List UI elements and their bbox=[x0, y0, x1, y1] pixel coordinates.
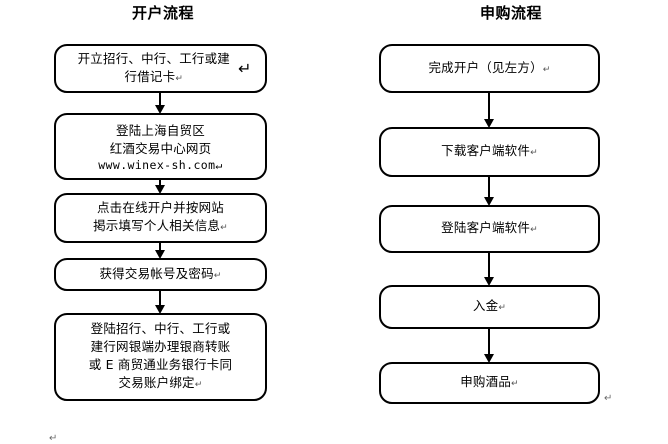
flow-node-login-client-software[interactable]: 登陆客户端软件↵ bbox=[379, 205, 600, 253]
paragraph-mark: ↵ bbox=[542, 64, 551, 75]
column-title-account-opening: 开户流程 bbox=[131, 4, 194, 22]
flow-node-label: 申购酒品↵ bbox=[460, 374, 519, 389]
paragraph-mark: ↵ bbox=[511, 379, 519, 389]
paragraph-mark: ↵ bbox=[213, 270, 222, 281]
paragraph-mark: ↵ bbox=[238, 59, 252, 78]
paragraph-mark: ↵ bbox=[530, 225, 538, 235]
flow-node-deposit-funds[interactable]: 入金↵ bbox=[379, 285, 600, 329]
paragraph-mark: ↵ bbox=[194, 380, 203, 390]
flow-node-subscribe-wine-products[interactable]: 申购酒品↵ bbox=[379, 362, 600, 404]
flow-node-open-bank-debit-card[interactable]: 开立招行、中行、工行或建 行借记卡↵↵ bbox=[54, 44, 267, 93]
flow-node-label: 登陆客户端软件↵ bbox=[441, 220, 538, 235]
flow-node-receive-account-and-password[interactable]: 获得交易帐号及密码↵ bbox=[54, 258, 267, 291]
flow-diagram-account-opening: 开立招行、中行、工行或建 行借记卡↵↵ 登陆上海自贸区 红酒交易中心网页 www… bbox=[0, 0, 334, 443]
flow-node-visit-winex-website[interactable]: 登陆上海自贸区 红酒交易中心网页 www.winex-sh.com↵ bbox=[54, 113, 267, 180]
paragraph-mark: ↵ bbox=[530, 148, 538, 158]
flow-node-label: 获得交易帐号及密码↵ bbox=[99, 265, 222, 281]
flow-node-bind-bank-card-to-trading-account[interactable]: 登陆招行、中行、工行或 建行网银端办理银商转账 或 E 商贸通业务银行卡同 交易… bbox=[54, 313, 267, 401]
flow-node-label: 点击在线开户并按网站 掲示填写个人相关信息↵ bbox=[93, 200, 228, 233]
flow-node-download-client-software[interactable]: 下载客户端软件↵ bbox=[379, 127, 600, 177]
flow-node-label: 完成开户（见左方）↵ bbox=[428, 59, 551, 75]
flow-column-account-opening: 开户流程 开立招行、中行、工行或建 行借记卡↵↵ 登陆上海自贸区 红酒交易 bbox=[0, 0, 334, 443]
flow-diagram-subscription: 完成开户（见左方）↵ 下载客户端软件↵ 登陆客户端软件↵ 入金↵ 申购酒品↵ bbox=[334, 0, 668, 443]
flow-node-url: www.winex-sh.com↵ bbox=[98, 157, 223, 172]
flow-column-subscription: 申购流程 完成开户（见左方）↵ 下载客户端软件↵ 登陆客户端软件↵ bbox=[334, 0, 668, 443]
column-title-subscription: 申购流程 bbox=[479, 4, 542, 22]
paragraph-mark-bottom-right: ↵ bbox=[604, 393, 613, 404]
paragraph-mark: ↵ bbox=[175, 73, 184, 84]
flow-node-label: 开立招行、中行、工行或建 行借记卡↵ bbox=[77, 50, 230, 84]
flow-node-complete-account-opening[interactable]: 完成开户（见左方）↵ bbox=[379, 44, 600, 93]
flow-node-online-registration-form[interactable]: 点击在线开户并按网站 掲示填写个人相关信息↵ bbox=[54, 193, 267, 243]
flow-node-label: 入金↵ bbox=[472, 298, 507, 313]
flow-node-label: 登陆上海自贸区 红酒交易中心网页 bbox=[109, 122, 212, 156]
paragraph-mark: ↵ bbox=[220, 223, 228, 233]
paragraph-mark-bottom-left: ↵ bbox=[49, 433, 58, 444]
flow-node-label: 下载客户端软件↵ bbox=[441, 143, 538, 158]
paragraph-mark: ↵ bbox=[215, 157, 223, 172]
flow-node-label: 登陆招行、中行、工行或 建行网银端办理银商转账 或 E 商贸通业务银行卡同 交易… bbox=[88, 321, 233, 390]
paragraph-mark: ↵ bbox=[498, 303, 507, 313]
